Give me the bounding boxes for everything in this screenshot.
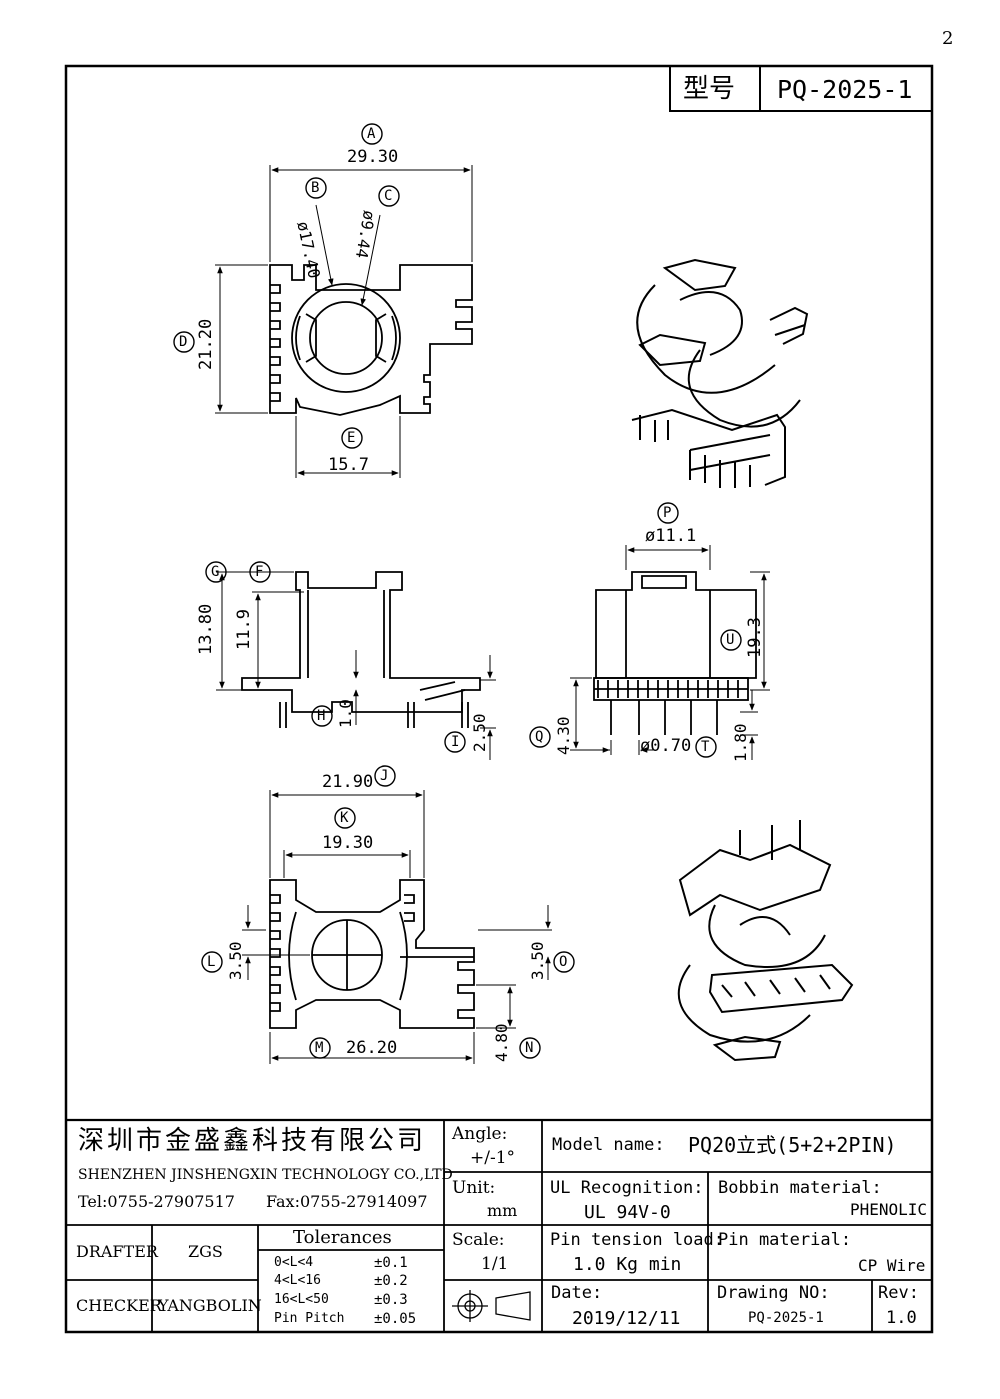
dim-h-value: 1.0 xyxy=(336,699,355,728)
dim-letter-h: H xyxy=(317,708,326,724)
model-box-label: 型号 xyxy=(683,74,736,104)
date-label: Date: xyxy=(551,1283,603,1303)
top-view-dims xyxy=(215,165,473,478)
dim-letter-k: K xyxy=(340,810,349,826)
dim-letter-i: I xyxy=(451,734,460,750)
dim-k-value: 19.30 xyxy=(322,833,374,853)
dim-l-value: 3.50 xyxy=(226,941,245,980)
checker-label: CHECKER xyxy=(76,1296,162,1315)
company-name-en: SHENZHEN JINSHENGXIN TECHNOLOGY CO.,LTD xyxy=(78,1167,453,1183)
company-fax: Fax:0755-27914097 xyxy=(266,1192,428,1211)
side-view-right xyxy=(593,571,757,735)
tolerance-value-2: ±0.2 xyxy=(374,1273,408,1289)
tolerance-range-1: 0<L<4 xyxy=(274,1255,314,1270)
dim-g-value: 13.80 xyxy=(196,603,216,655)
model-box xyxy=(669,65,933,112)
pin-tension-value: 1.0 Kg min xyxy=(573,1254,682,1275)
bobbin-material-label: Bobbin material: xyxy=(718,1178,882,1198)
date-value: 2019/12/11 xyxy=(572,1308,681,1329)
dim-markers xyxy=(173,123,742,1059)
dim-letter-g: G xyxy=(211,564,220,580)
dim-letter-l: L xyxy=(207,954,216,970)
drafter-label: DRAFTER xyxy=(76,1242,158,1261)
pin-tension-label: Pin tension load: xyxy=(550,1230,724,1250)
dim-letter-p: P xyxy=(663,505,672,521)
rev-label: Rev: xyxy=(878,1283,919,1303)
dim-letter-m: M xyxy=(315,1040,324,1056)
dim-v-value: 1.80 xyxy=(731,723,750,762)
model-name-value: PQ20立式(5+2+2PIN) xyxy=(688,1133,897,1157)
dim-letter-j: J xyxy=(380,768,389,784)
side-view-left xyxy=(241,571,481,728)
dim-e-value: 15.7 xyxy=(328,455,369,475)
angle-label: Angle: xyxy=(452,1124,508,1144)
dim-q-value: 4.30 xyxy=(554,716,573,755)
side-view-right-dims xyxy=(570,545,770,760)
dim-letter-c: C xyxy=(384,188,393,204)
dim-m-value: 26.20 xyxy=(346,1038,398,1058)
dim-letter-b: B xyxy=(311,180,320,196)
ul-value: UL 94V-0 xyxy=(584,1202,671,1223)
dim-n-value: 4.80 xyxy=(492,1023,511,1062)
tolerance-value-3: ±0.3 xyxy=(374,1292,408,1308)
dim-o-value: 3.50 xyxy=(528,941,547,980)
bobbin-material-value: PHENOLIC xyxy=(850,1200,928,1219)
dim-d-value: 21.20 xyxy=(196,318,216,370)
iso-view-top xyxy=(631,258,809,488)
dim-p-value: ø11.1 xyxy=(645,526,697,546)
dim-letter-f: F xyxy=(255,564,264,580)
drawing-no-label: Drawing NO: xyxy=(717,1283,830,1303)
tolerance-range-4: Pin Pitch xyxy=(274,1311,345,1326)
dim-f-value: 11.9 xyxy=(234,609,254,650)
tolerances-title: Tolerances xyxy=(293,1227,392,1248)
dim-letter-n: N xyxy=(525,1040,534,1056)
dim-t-value: ø0.70 xyxy=(640,736,692,756)
projection-symbol xyxy=(452,1290,531,1322)
top-view xyxy=(269,264,473,416)
title-block-grid xyxy=(66,1118,932,1332)
page-number: 2 xyxy=(942,28,954,49)
dim-letter-u: U xyxy=(726,632,735,648)
tolerance-range-3: 16<L<50 xyxy=(274,1292,329,1307)
tolerance-value-4: ±0.05 xyxy=(374,1311,417,1327)
dim-letter-o: O xyxy=(559,954,568,970)
bottom-view-dims xyxy=(242,790,552,1064)
rev-value: 1.0 xyxy=(886,1308,917,1328)
sheet-border xyxy=(64,64,934,1334)
scale-value: 1/1 xyxy=(481,1254,509,1274)
drawing-no-value: PQ-2025-1 xyxy=(748,1310,824,1326)
iso-view-bottom xyxy=(677,820,854,1062)
dim-letter-t: T xyxy=(701,739,710,755)
dim-letter-e: E xyxy=(347,430,356,446)
unit-value: mm xyxy=(487,1201,518,1220)
side-view-left-dims xyxy=(216,571,496,760)
company-name-cn: 深圳市金盛鑫科技有限公司 xyxy=(78,1126,427,1156)
dim-letter-d: D xyxy=(179,334,188,350)
drafter-value: ZGS xyxy=(188,1242,223,1261)
dim-j-value: 21.90 xyxy=(322,772,374,792)
scale-label: Scale: xyxy=(452,1230,505,1250)
tolerance-range-2: 4<L<16 xyxy=(274,1273,321,1288)
ul-label: UL Recognition: xyxy=(550,1178,704,1198)
dim-a-value: 29.30 xyxy=(347,147,399,167)
pin-material-label: Pin material: xyxy=(718,1230,852,1250)
pin-material-value: CP Wire xyxy=(858,1256,926,1275)
dim-letter-q: Q xyxy=(535,729,544,745)
model-box-value: PQ-2025-1 xyxy=(777,75,913,104)
unit-label: Unit: xyxy=(452,1178,496,1198)
dim-letter-a: A xyxy=(367,126,376,142)
tolerance-value-1: ±0.1 xyxy=(374,1255,408,1271)
company-tel: Tel:0755-27907517 xyxy=(78,1192,235,1211)
angle-value: +/-1° xyxy=(470,1148,516,1168)
model-name-label: Model name: xyxy=(552,1135,665,1155)
bottom-view xyxy=(269,879,475,1029)
dim-u-value: 19.3 xyxy=(745,617,765,658)
checker-value: YANGBOLIN xyxy=(158,1296,262,1315)
dim-i-value: 2.50 xyxy=(470,713,489,752)
